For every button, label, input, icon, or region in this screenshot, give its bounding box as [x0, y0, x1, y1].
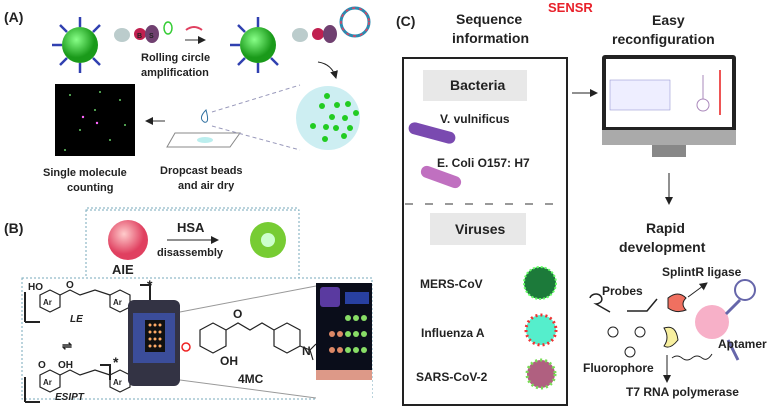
droplet-icon	[200, 109, 209, 123]
svg-text:Viruses: Viruses	[455, 221, 506, 237]
bacteria-item: E. Coli O157: H7	[437, 156, 530, 170]
virus-item: SARS-CoV-2	[416, 370, 488, 384]
le-structure	[24, 284, 151, 323]
splintr-label: SplintR ligase	[662, 265, 742, 279]
svg-text:Sequence: Sequence	[456, 11, 522, 27]
rca-label: Rolling circle	[141, 52, 210, 64]
probe-icon	[589, 293, 658, 313]
svg-text:LE: LE	[70, 314, 83, 325]
aptamer-label: Aptamer	[718, 337, 767, 351]
virus-item: Influenza A	[421, 326, 485, 340]
t7-label: T7 RNA polymerase	[626, 385, 739, 399]
svg-text:Dropcast beads: Dropcast beads	[160, 165, 243, 177]
svg-text:HO: HO	[28, 282, 43, 293]
svg-text:O: O	[38, 360, 46, 371]
svg-text:O: O	[66, 280, 74, 291]
sensr-title: SENSR	[548, 0, 593, 15]
bacteria-header	[423, 70, 527, 101]
svg-text:Easy: Easy	[652, 12, 685, 28]
panel-b-label: (B)	[4, 220, 23, 236]
svg-text:Rapid: Rapid	[646, 220, 685, 236]
aie-cluster	[108, 220, 148, 260]
counting-image	[55, 84, 135, 156]
svg-text:Ar: Ar	[113, 378, 122, 387]
bead-right	[230, 6, 371, 73]
svg-text:HSA: HSA	[177, 220, 205, 235]
fluorophore-label: Fluorophore	[583, 361, 654, 375]
svg-text:OH: OH	[58, 360, 73, 371]
svg-text:B: B	[137, 33, 142, 40]
viruses-header	[430, 213, 526, 245]
svg-text:O: O	[233, 307, 242, 321]
svg-text:information: information	[452, 30, 529, 46]
pathogen-box	[402, 57, 568, 406]
svg-text:development: development	[619, 239, 706, 255]
svg-text:OH: OH	[220, 354, 238, 368]
probes-label: Probes	[602, 284, 643, 298]
svg-text:AIE: AIE	[112, 262, 134, 277]
fluorophore-icon	[607, 326, 646, 358]
svg-text:⇌: ⇌	[62, 339, 72, 353]
bacteria-item: V. vulnificus	[440, 112, 510, 126]
virus-item: MERS-CoV	[420, 277, 483, 291]
mers-virus-icon	[523, 266, 557, 300]
svg-text:ESIPT: ESIPT	[55, 392, 85, 403]
svg-text:disassembly: disassembly	[157, 247, 224, 259]
esipt-structure	[24, 364, 131, 403]
svg-text:N: N	[302, 344, 311, 358]
monitor	[602, 55, 736, 157]
polymerase-icon	[663, 326, 679, 348]
svg-text:Ar: Ar	[43, 298, 52, 307]
molecule-name: 4MC	[238, 372, 264, 386]
bacterium-icon	[408, 122, 456, 144]
svg-text:Ar: Ar	[113, 298, 122, 307]
svg-text:*: *	[147, 277, 153, 293]
svg-text:S: S	[149, 33, 154, 40]
influenza-virus-icon	[524, 313, 558, 347]
svg-text:counting: counting	[67, 182, 113, 194]
bacterium-icon	[420, 165, 462, 189]
aptamer-glow	[695, 305, 729, 339]
4mc-structure	[199, 322, 317, 361]
slide	[166, 132, 241, 148]
svg-text:Ar: Ar	[43, 378, 52, 387]
svg-text:Single molecule: Single molecule	[43, 167, 127, 179]
sars-virus-icon	[525, 358, 557, 390]
svg-text:*: *	[113, 354, 119, 370]
ligase-icon	[667, 293, 687, 313]
svg-text:and air dry: and air dry	[178, 180, 235, 192]
panel-a-label: (A)	[4, 9, 23, 25]
svg-text:Bacteria: Bacteria	[450, 77, 505, 93]
svg-text:amplification: amplification	[141, 67, 209, 79]
svg-text:reconfiguration: reconfiguration	[612, 31, 715, 47]
panel-c-label: (C)	[396, 13, 415, 29]
